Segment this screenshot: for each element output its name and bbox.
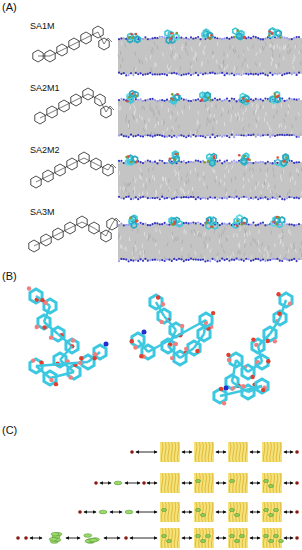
membrane-snapshot	[118, 215, 302, 262]
panel-label: (A)	[2, 1, 17, 13]
membrane-snapshot	[118, 28, 302, 77]
skeletal-formulas	[29, 26, 120, 252]
compound-name: SA1M	[30, 22, 55, 32]
stick-models	[27, 286, 292, 405]
membrane-snapshot	[118, 151, 302, 200]
panel-label: (B)	[2, 270, 17, 282]
panel-label: (C)	[2, 424, 17, 436]
compound-name: SA2M1	[30, 84, 60, 94]
binding-schematic	[16, 442, 299, 548]
compound-name: SA2M2	[30, 146, 60, 156]
membrane-snapshot	[118, 91, 302, 139]
compound-name: SA3M	[30, 208, 55, 218]
